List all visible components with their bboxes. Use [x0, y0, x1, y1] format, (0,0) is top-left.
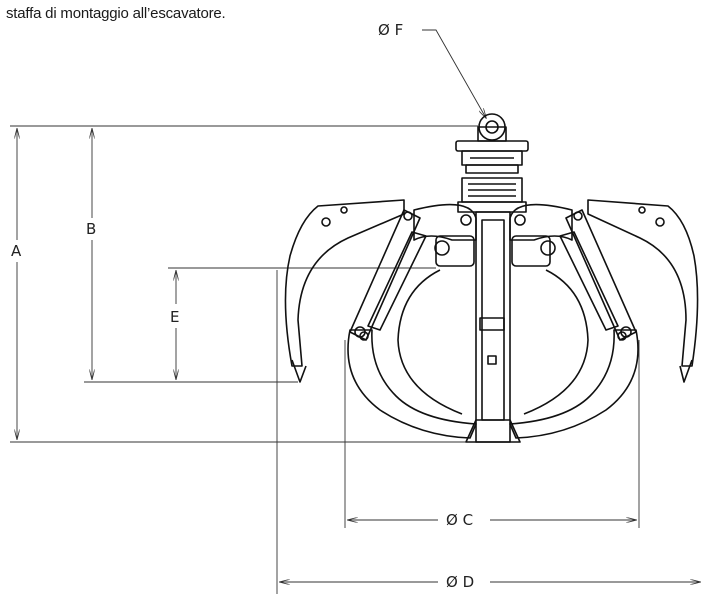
left-link-arm	[349, 209, 427, 341]
mounting-eye	[477, 113, 507, 142]
right-link-arm	[559, 209, 637, 341]
left-inner-jaw	[347, 269, 477, 439]
left-outer-tine	[284, 199, 405, 383]
right-outer-tine	[587, 199, 699, 383]
dim-a-label: A	[11, 242, 22, 260]
dim-c-label: Ø C	[446, 511, 473, 529]
upper-bracket	[413, 203, 573, 267]
grapple-body	[284, 113, 699, 443]
caption-text: staffa di montaggio all’escavatore.	[6, 5, 226, 22]
dim-f-label: Ø F	[378, 21, 403, 39]
dim-d-label: Ø D	[446, 573, 474, 591]
rotator-head	[455, 140, 529, 213]
dim-b-label: B	[86, 220, 96, 238]
right-inner-jaw	[509, 269, 639, 439]
central-column	[465, 211, 521, 443]
dimension-lines	[10, 29, 700, 594]
dim-f-leader	[422, 29, 486, 118]
dim-e-label: E	[170, 308, 179, 326]
